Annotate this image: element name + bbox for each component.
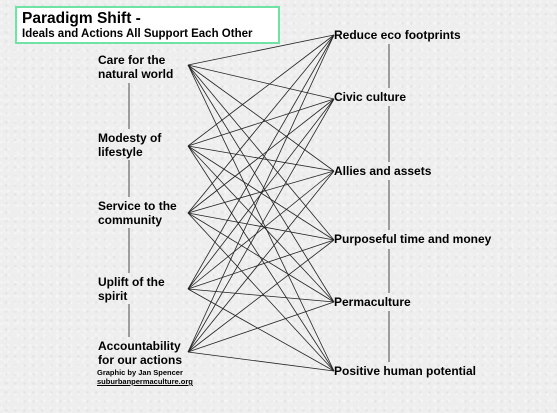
connection-line-2-5 [187,212,335,372]
ideal-uplift-of-spirit: Uplift of the spirit [96,275,167,303]
ideal-care-for-natural-world: Care for the natural world [96,53,175,81]
connection-line-3-0 [187,34,335,290]
ideal-label-line2: for our actions [98,353,183,367]
action-permaculture: Permaculture [334,295,411,309]
ideal-label-line1: Uplift of the [98,275,165,289]
ideal-label-line1: Care for the [98,53,166,67]
action-purposeful-time-and-money: Purposeful time and money [334,232,492,246]
connection-line-0-0 [187,34,335,66]
connection-line-0-1 [187,64,335,100]
connection-line-3-3 [187,239,335,290]
connection-line-1-5 [187,145,335,372]
credit-url-link[interactable]: suburbanpermaculture.org [97,377,193,386]
page-title: Paradigm Shift - [22,10,141,27]
ideal-label-line2: community [98,213,163,227]
connection-line-4-0 [187,34,335,353]
connection-lines [187,34,335,372]
ideal-label-line1: Accountability [98,339,181,353]
connection-line-2-2 [187,170,335,214]
ideal-accountability: Accountability for our actions [96,339,184,367]
connection-line-1-0 [187,34,335,147]
connection-line-0-4 [187,64,335,303]
ideal-service-to-community: Service to the community [96,199,179,227]
action-allies-and-assets: Allies and assets [334,164,432,178]
action-civic-culture: Civic culture [334,90,407,104]
page-subtitle: Ideals and Actions All Support Each Othe… [22,28,253,40]
ideal-label-line1: Service to the [98,199,177,213]
title-box: Paradigm Shift - Ideals and Actions All … [15,6,280,44]
connection-line-2-3 [187,212,335,241]
connection-line-4-2 [187,170,335,353]
connection-line-4-3 [187,239,335,353]
ideal-label-line2: lifestyle [98,145,143,159]
ideal-label-line2: natural world [98,67,174,81]
connection-line-1-4 [187,145,335,303]
credit-author: Graphic by Jan Spencer [97,368,183,377]
connection-line-0-3 [187,64,335,241]
spine-lines [128,44,390,362]
connection-line-0-2 [187,64,335,172]
connection-line-2-1 [187,98,335,214]
ideal-modesty-of-lifestyle: Modesty of lifestyle [96,131,163,159]
connection-line-3-2 [187,170,335,290]
connection-line-4-5 [187,351,335,372]
action-positive-human-potential: Positive human potential [334,364,477,378]
connection-line-1-2 [187,145,335,172]
connection-line-1-1 [187,98,335,147]
connection-line-4-1 [187,98,335,353]
connection-line-0-5 [187,64,335,372]
connection-line-2-0 [187,34,335,214]
ideal-label-line1: Modesty of [98,131,162,145]
action-reduce-eco-footprints: Reduce eco footprints [334,28,461,42]
connection-line-4-4 [187,301,335,353]
connection-line-2-4 [187,212,335,303]
credit: Graphic by Jan Spencer suburbanpermacult… [97,368,193,386]
connection-line-3-5 [187,288,335,372]
ideal-label-line2: spirit [98,289,128,303]
